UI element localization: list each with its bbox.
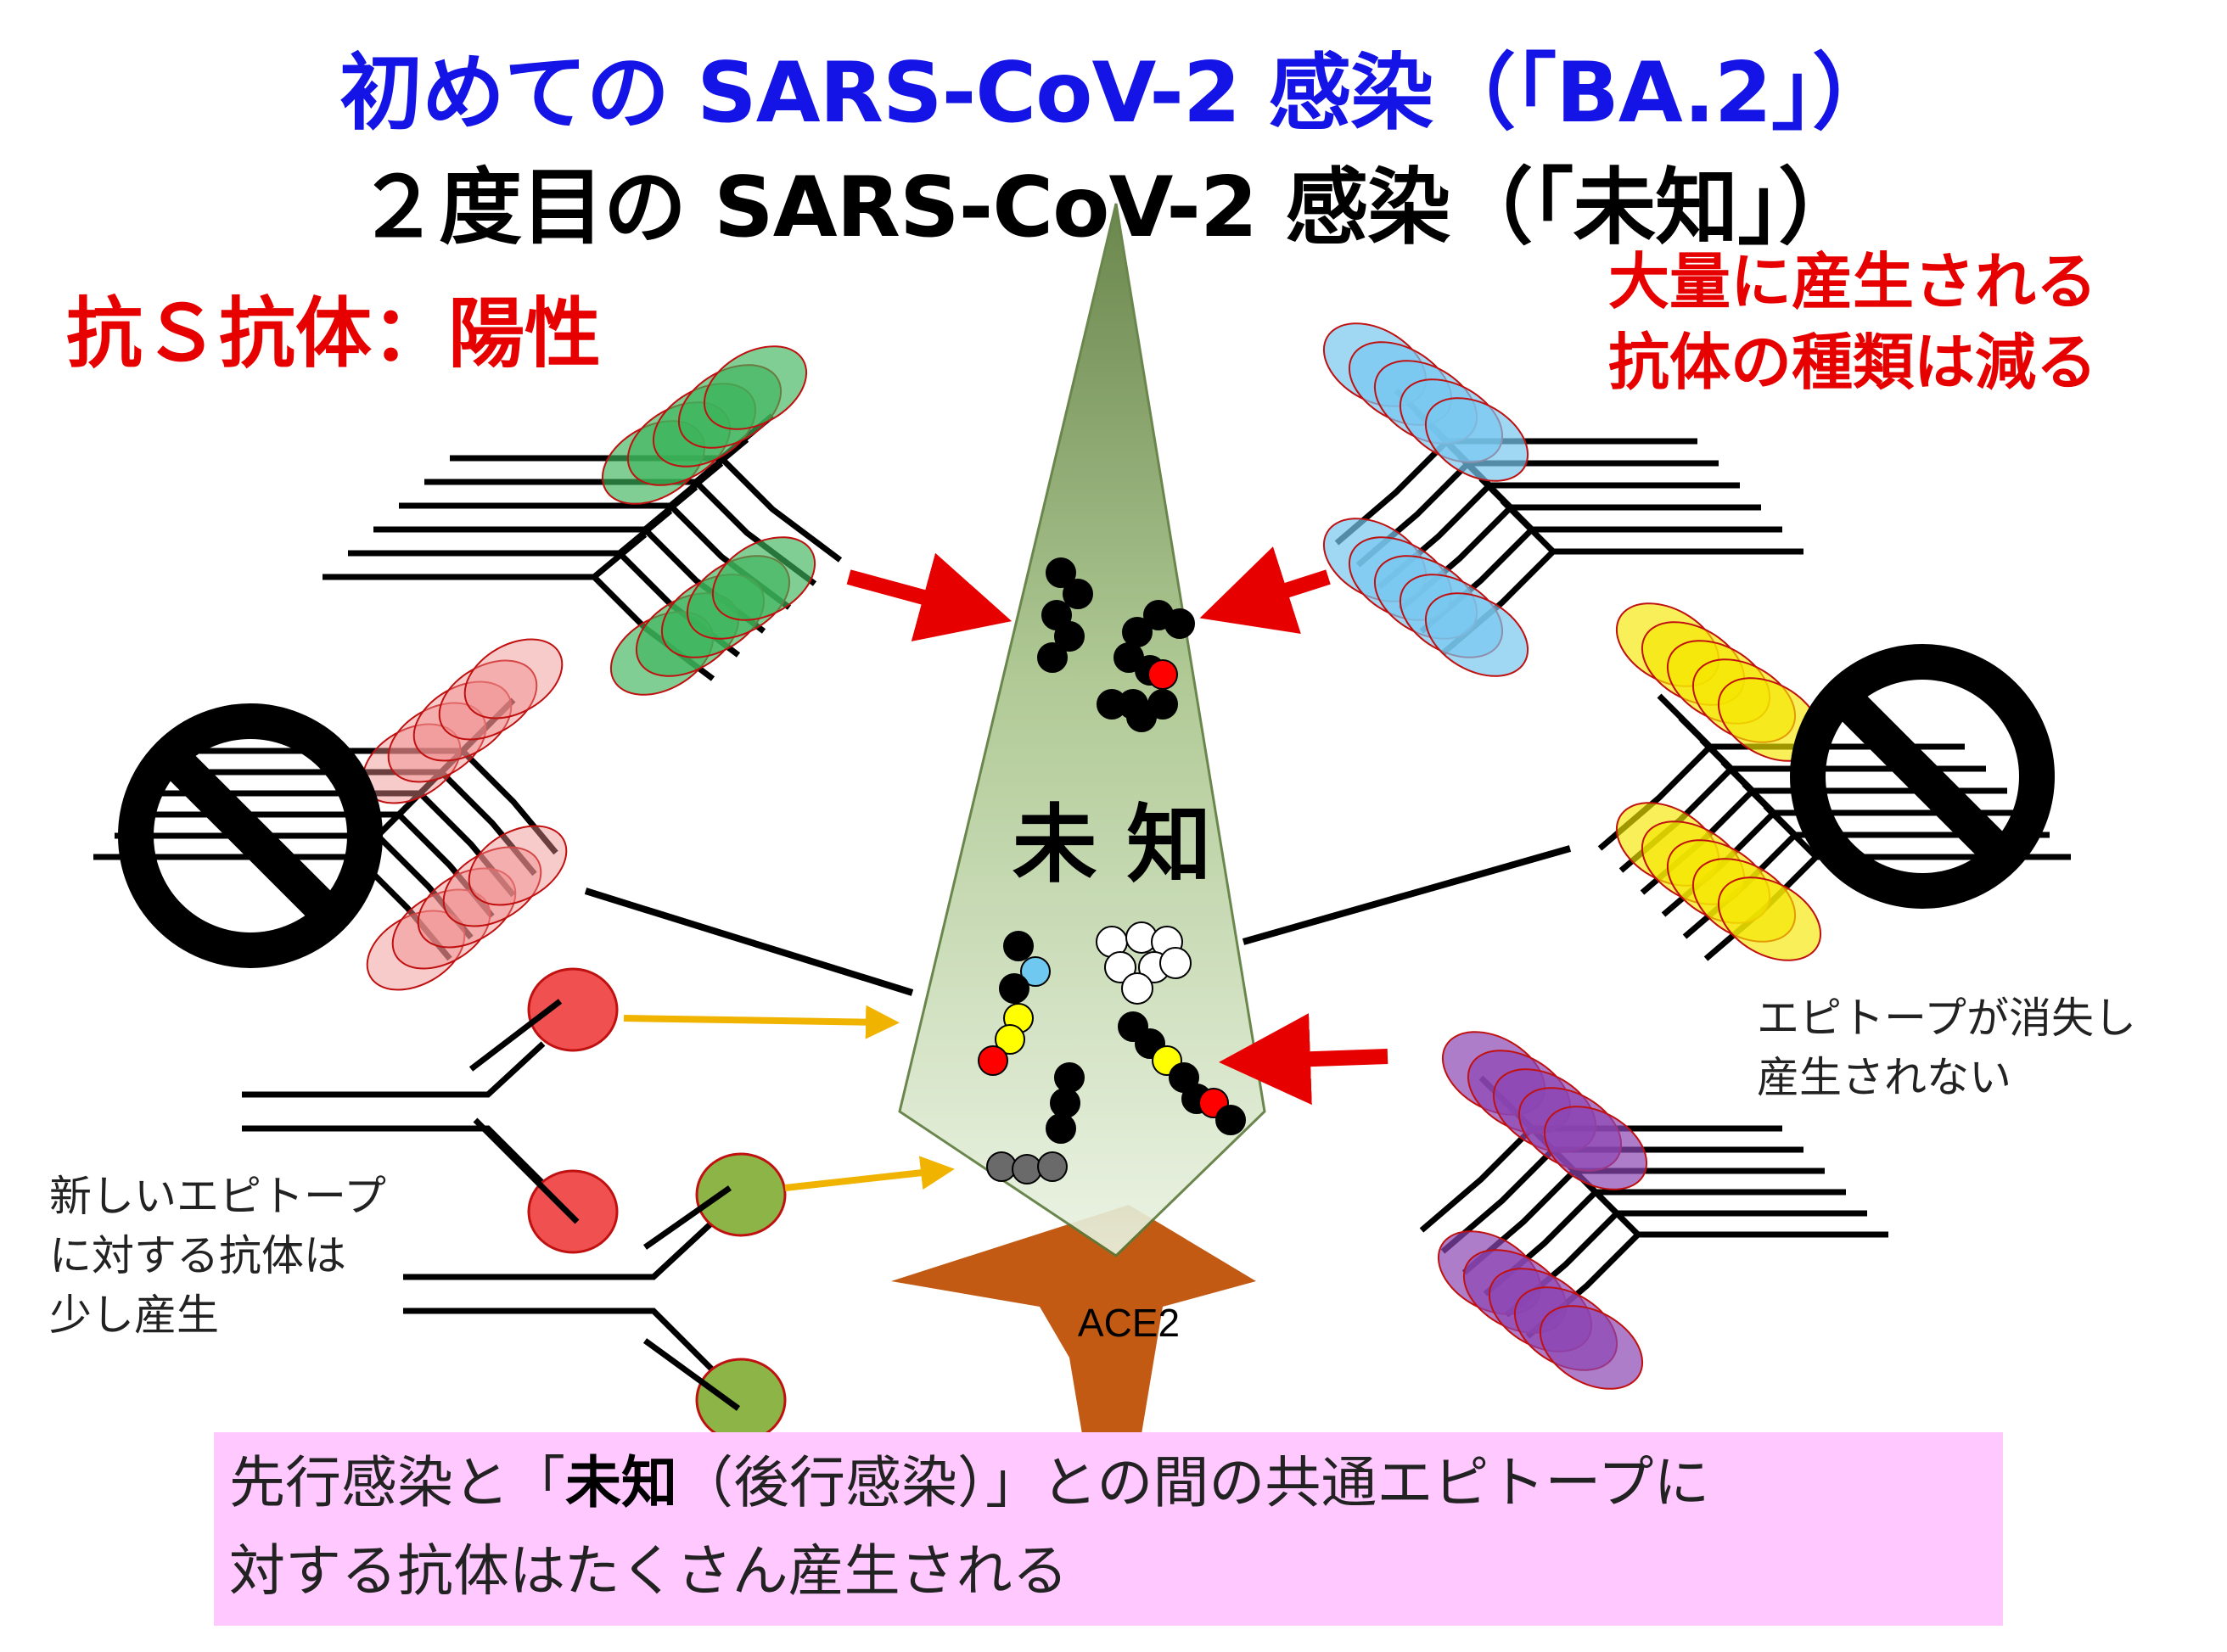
epitope-bead <box>978 1045 1008 1076</box>
epitope-bead <box>1037 642 1068 673</box>
antibody-arm <box>473 1117 580 1224</box>
spike-protein <box>898 203 1266 1257</box>
title-line-1: 初めての SARS-CoV-2 感染（「BA.2」） <box>339 45 1895 142</box>
red-fab <box>527 967 619 1052</box>
purple-fab <box>1543 1106 1648 1190</box>
pink-fab <box>442 846 542 927</box>
anti-s-antibody-label: 抗Ｓ抗体：陽性 <box>66 289 601 378</box>
epitope-bead <box>1104 951 1136 983</box>
blue-fab <box>1424 592 1529 677</box>
bottom-note-line-2: 対する抗体はたくさん産生される <box>229 1538 1069 1604</box>
pink-fab <box>417 867 517 949</box>
new-epitope-line-3: 少し産生 <box>49 1291 219 1340</box>
antibody-arm <box>375 833 474 940</box>
green-fab <box>711 536 816 621</box>
antibody-group-blue <box>1322 322 1803 677</box>
epitope-bead <box>1054 1062 1085 1093</box>
bottom-note-bold: 未知 <box>565 1450 677 1515</box>
ace2-receptor <box>891 1205 1256 1459</box>
epitope-bead <box>999 973 1029 1004</box>
bottom-note-line-1: 先行感染と「未知（後行感染）」との間の共通エピトープに <box>229 1439 1709 1527</box>
unknown-label: 未 知 <box>1013 795 1212 894</box>
antibody-arm <box>642 1338 741 1411</box>
pink-fab <box>412 680 513 762</box>
epitope-bead <box>995 1024 1025 1055</box>
epitope-bead <box>1121 972 1153 1005</box>
epitope-bead <box>1147 659 1178 690</box>
olive-fab <box>695 1152 787 1237</box>
antibody-arm <box>439 770 537 876</box>
antibody-groups <box>93 322 2071 1442</box>
new-epitope-line-1: 新しいエピトープ <box>49 1172 386 1221</box>
antibody-arm <box>403 1219 715 1280</box>
antibody-group-purple <box>1419 1031 1888 1390</box>
antibody-arm <box>642 1185 732 1250</box>
new-epitope-label: 新しいエピトープ に対する抗体は 少し産生 <box>49 1167 386 1345</box>
purple-fab <box>1539 1305 1644 1390</box>
antibody-arm <box>1419 1126 1534 1233</box>
yellow-fab <box>1717 876 1822 961</box>
epitope-bead <box>1050 1088 1080 1118</box>
no-entry-icon <box>118 703 383 968</box>
antibody-arm <box>460 748 558 855</box>
new-epitope-line-2: に対する抗体は <box>49 1231 346 1280</box>
connector-lines <box>584 845 1572 996</box>
epitope-bead <box>1037 1151 1068 1182</box>
bottom-note-box: 先行感染と「未知（後行感染）」との間の共通エピトープに 対する抗体はたくさん産生… <box>214 1432 2003 1626</box>
epitope-bead <box>1012 1154 1042 1184</box>
epitope-bead <box>1215 1105 1246 1135</box>
epitope-beads <box>978 557 1246 1184</box>
ace2-label: ACE2 <box>1078 1301 1180 1345</box>
arrow-icon <box>623 546 1388 1191</box>
olive-fab <box>695 1358 787 1442</box>
epitope-lost-label: エピトープが消失し 産生されない <box>1757 988 2136 1107</box>
epitope-bead <box>1003 931 1034 961</box>
epitope-bead <box>1054 621 1085 652</box>
fewer-types-line-2: 抗体の種類は減る <box>1608 327 2098 398</box>
antibody-arm <box>242 1041 546 1098</box>
epitope-lost-line-1: エピトープが消失し <box>1757 994 2136 1043</box>
epitope-bead <box>1046 557 1076 588</box>
antibody-group-yellow <box>1597 602 2071 961</box>
epitope-bead <box>1159 947 1192 979</box>
fewer-types-label: 大量に産生される 抗体の種類は減る <box>1608 242 2097 403</box>
epitope-bead <box>1147 689 1178 720</box>
epitope-bead <box>1164 608 1195 639</box>
no-entry-icon <box>1790 644 2055 909</box>
epitope-bead <box>1122 617 1153 647</box>
epitope-bead <box>1063 579 1093 609</box>
bottom-note-text: 先行感染と「未知（後行感染）」との間の共通エピトープに 対する抗体はたくさん産生… <box>229 1439 1709 1616</box>
blue-fab <box>1424 397 1529 482</box>
antibody-group-pink <box>93 638 568 991</box>
bottom-note-part-2: （後行感染）」との間の共通エピトープに <box>677 1450 1710 1515</box>
antibody-arm <box>468 999 563 1072</box>
green-fab <box>703 345 808 430</box>
bottom-note-part-1: 先行感染と「 <box>229 1450 565 1515</box>
fewer-types-line-1: 大量に産生される <box>1608 246 2098 317</box>
antibody-arm <box>719 456 843 563</box>
antibody-arm <box>242 1125 550 1190</box>
epitope-bead <box>1046 1113 1076 1144</box>
antibody-group-olive <box>403 1152 787 1442</box>
epitope-bead <box>986 1151 1017 1182</box>
red-fab <box>527 1169 619 1254</box>
pink-fab <box>438 659 538 741</box>
pink-fab <box>468 825 568 906</box>
title-line-2: ２度目の SARS-CoV-2 感染（「未知」） <box>356 160 1861 256</box>
antibody-arm <box>418 791 516 898</box>
epitope-lost-line-2: 産生されない <box>1757 1053 2011 1102</box>
pink-fab <box>463 638 564 720</box>
antibody-arm <box>403 1308 720 1377</box>
antibody-group-green <box>323 345 843 696</box>
antibody-group-red <box>242 967 619 1254</box>
epitope-bead <box>1020 956 1051 987</box>
